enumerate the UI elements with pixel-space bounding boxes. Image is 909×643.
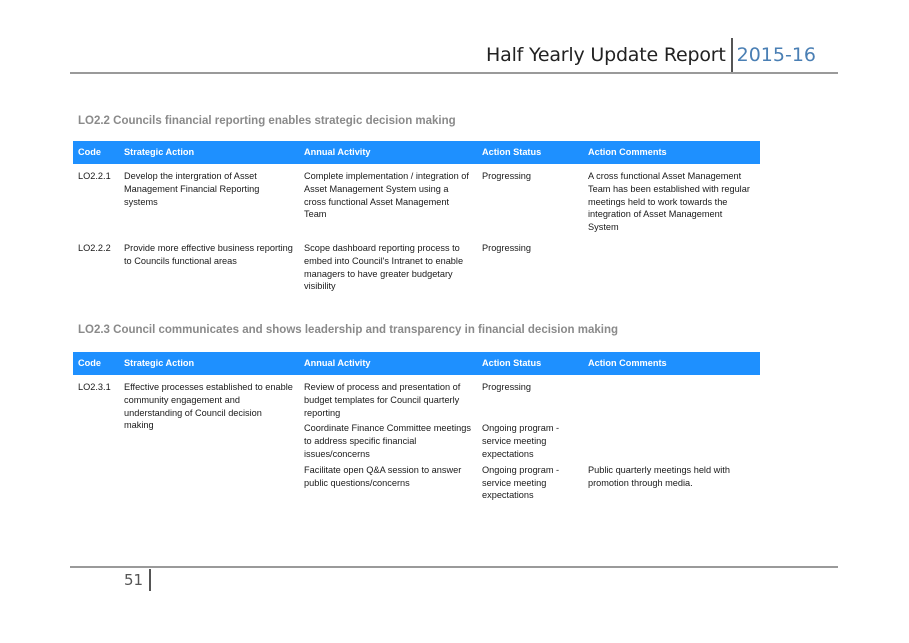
cell-annual-activity: Scope dashboard reporting process to emb… bbox=[304, 242, 464, 292]
cell-action-comments bbox=[583, 234, 760, 293]
cell-strategic-action: Develop the intergration of Asset Manage… bbox=[124, 171, 260, 207]
cell-code: LO2.3.1 bbox=[78, 382, 111, 392]
cell-action-status: Progressing bbox=[482, 171, 532, 181]
cell-annual-activity: Facilitate open Q&A session to answer pu… bbox=[304, 464, 462, 488]
table-header-row: Code Strategic Action Annual Activity Ac… bbox=[73, 352, 760, 375]
column-header-code: Code bbox=[73, 352, 119, 375]
column-header-strategic-action: Strategic Action bbox=[119, 141, 299, 164]
cell-code: LO2.2.2 bbox=[78, 242, 111, 253]
table-header-row: Code Strategic Action Annual Activity Ac… bbox=[73, 141, 760, 164]
cell-annual-activity: Complete implementation / integration of… bbox=[304, 171, 469, 220]
report-year: 2015-16 bbox=[736, 44, 816, 66]
report-title: Half Yearly Update Report bbox=[486, 44, 726, 66]
cell-annual-activity: Coordinate Finance Committee meetings to… bbox=[304, 423, 471, 459]
column-header-annual-activity: Annual Activity bbox=[299, 352, 477, 375]
column-header-action-status: Action Status bbox=[477, 352, 583, 375]
table-row: Coordinate Finance Committee meetings to… bbox=[73, 419, 760, 460]
cell-action-status: Progressing bbox=[482, 382, 532, 392]
header-divider bbox=[730, 38, 733, 72]
cell-action-status: Progressing bbox=[482, 242, 532, 253]
cell-annual-activity: Review of process and presentation of bu… bbox=[304, 382, 461, 418]
page-footer: 51 bbox=[124, 569, 152, 591]
table-row: LO2.3.1 Effective processes established … bbox=[73, 375, 760, 430]
column-header-annual-activity: Annual Activity bbox=[299, 141, 477, 164]
cell-strategic-action: Provide more effective business reportin… bbox=[124, 242, 293, 266]
cell-action-comments bbox=[583, 419, 760, 460]
cell-code: LO2.2.1 bbox=[78, 171, 111, 181]
column-header-action-status: Action Status bbox=[477, 141, 583, 164]
cell-action-comments: A cross functional Asset Management Team… bbox=[588, 171, 750, 233]
footer-divider bbox=[149, 569, 152, 591]
column-header-strategic-action: Strategic Action bbox=[119, 352, 299, 375]
table-lo2-2: Code Strategic Action Annual Activity Ac… bbox=[73, 141, 760, 293]
column-header-action-comments: Action Comments bbox=[583, 352, 760, 375]
column-header-code: Code bbox=[73, 141, 119, 164]
footer-rule bbox=[70, 566, 838, 568]
cell-action-comments: Public quarterly meetings held with prom… bbox=[588, 464, 730, 488]
page-number: 51 bbox=[124, 571, 144, 589]
cell-strategic-action: Effective processes established to enabl… bbox=[124, 382, 293, 431]
cell-action-comments bbox=[583, 375, 760, 419]
section-title-lo2-3: LO2.3 Council communicates and shows lea… bbox=[78, 324, 619, 336]
table-row: LO2.2.2 Provide more effective business … bbox=[73, 234, 760, 293]
report-header: Half Yearly Update Report 2015-16 bbox=[0, 38, 816, 72]
section-title-lo2-2: LO2.2 Councils financial reporting enabl… bbox=[78, 115, 456, 127]
table-lo2-3: Code Strategic Action Annual Activity Ac… bbox=[73, 352, 760, 502]
header-rule bbox=[70, 72, 838, 74]
column-header-action-comments: Action Comments bbox=[583, 141, 760, 164]
cell-action-status: Ongoing program - service meeting expect… bbox=[482, 464, 560, 501]
table-row: LO2.2.1 Develop the intergration of Asse… bbox=[73, 164, 760, 234]
table-row: Facilitate open Q&A session to answer pu… bbox=[73, 461, 760, 502]
cell-action-status: Ongoing program - service meeting expect… bbox=[482, 423, 560, 459]
